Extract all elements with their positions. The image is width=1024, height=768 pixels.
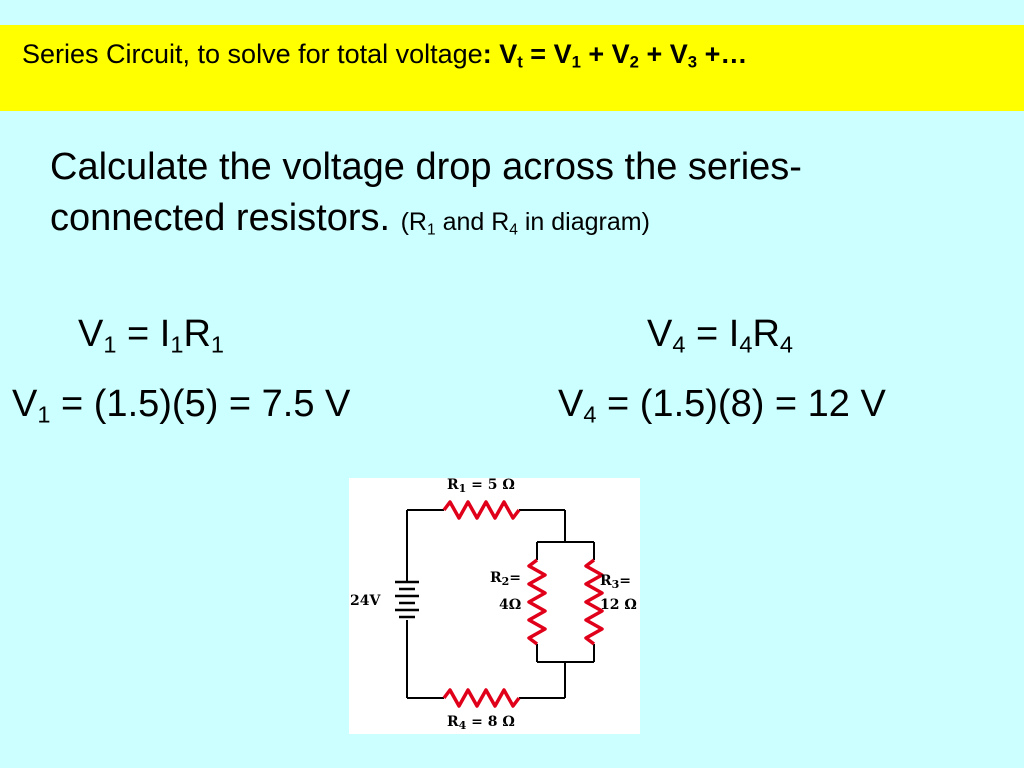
resistor-r3 xyxy=(584,558,604,646)
calculation-v4: V4 = (1.5)(8) = 12 V xyxy=(558,383,886,428)
diagram-note: (R1 and R4 in diagram) xyxy=(400,208,650,239)
instruction-text: Calculate the voltage drop across the se… xyxy=(50,142,1010,248)
r1-label: R1 = 5 Ω xyxy=(447,478,515,495)
r2-label: R2= xyxy=(490,570,521,588)
resistor-r2 xyxy=(527,558,547,646)
r3-value: 12 Ω xyxy=(600,597,637,613)
instruction-line-1: Calculate the voltage drop across the se… xyxy=(50,146,802,188)
circuit-wires xyxy=(406,509,595,699)
instruction-line-2: connected resistors. (R1 and R4 in diagr… xyxy=(50,197,650,239)
resistor-r4 xyxy=(442,688,521,708)
battery-icon xyxy=(395,580,419,619)
battery-label: 24V xyxy=(350,593,381,609)
resistor-r1 xyxy=(442,500,521,520)
title-banner xyxy=(0,25,1024,111)
circuit-diagram: R1 = 5 Ω R4 = 8 Ω R2= 4Ω R3= 12 Ω 24V xyxy=(349,478,640,734)
formula-v4: V4 = I4R4 xyxy=(647,313,794,358)
r2-value: 4Ω xyxy=(499,597,521,613)
formula-v1: V1 = I1R1 xyxy=(78,313,225,358)
calculation-v1: V1 = (1.5)(5) = 7.5 V xyxy=(12,383,351,428)
r3-label: R3= xyxy=(600,573,631,591)
slide-title: Series Circuit, to solve for total volta… xyxy=(22,39,748,72)
r4-label: R4 = 8 Ω xyxy=(447,714,515,732)
circuit-svg: R1 = 5 Ω R4 = 8 Ω R2= 4Ω R3= 12 Ω 24V xyxy=(350,478,637,732)
